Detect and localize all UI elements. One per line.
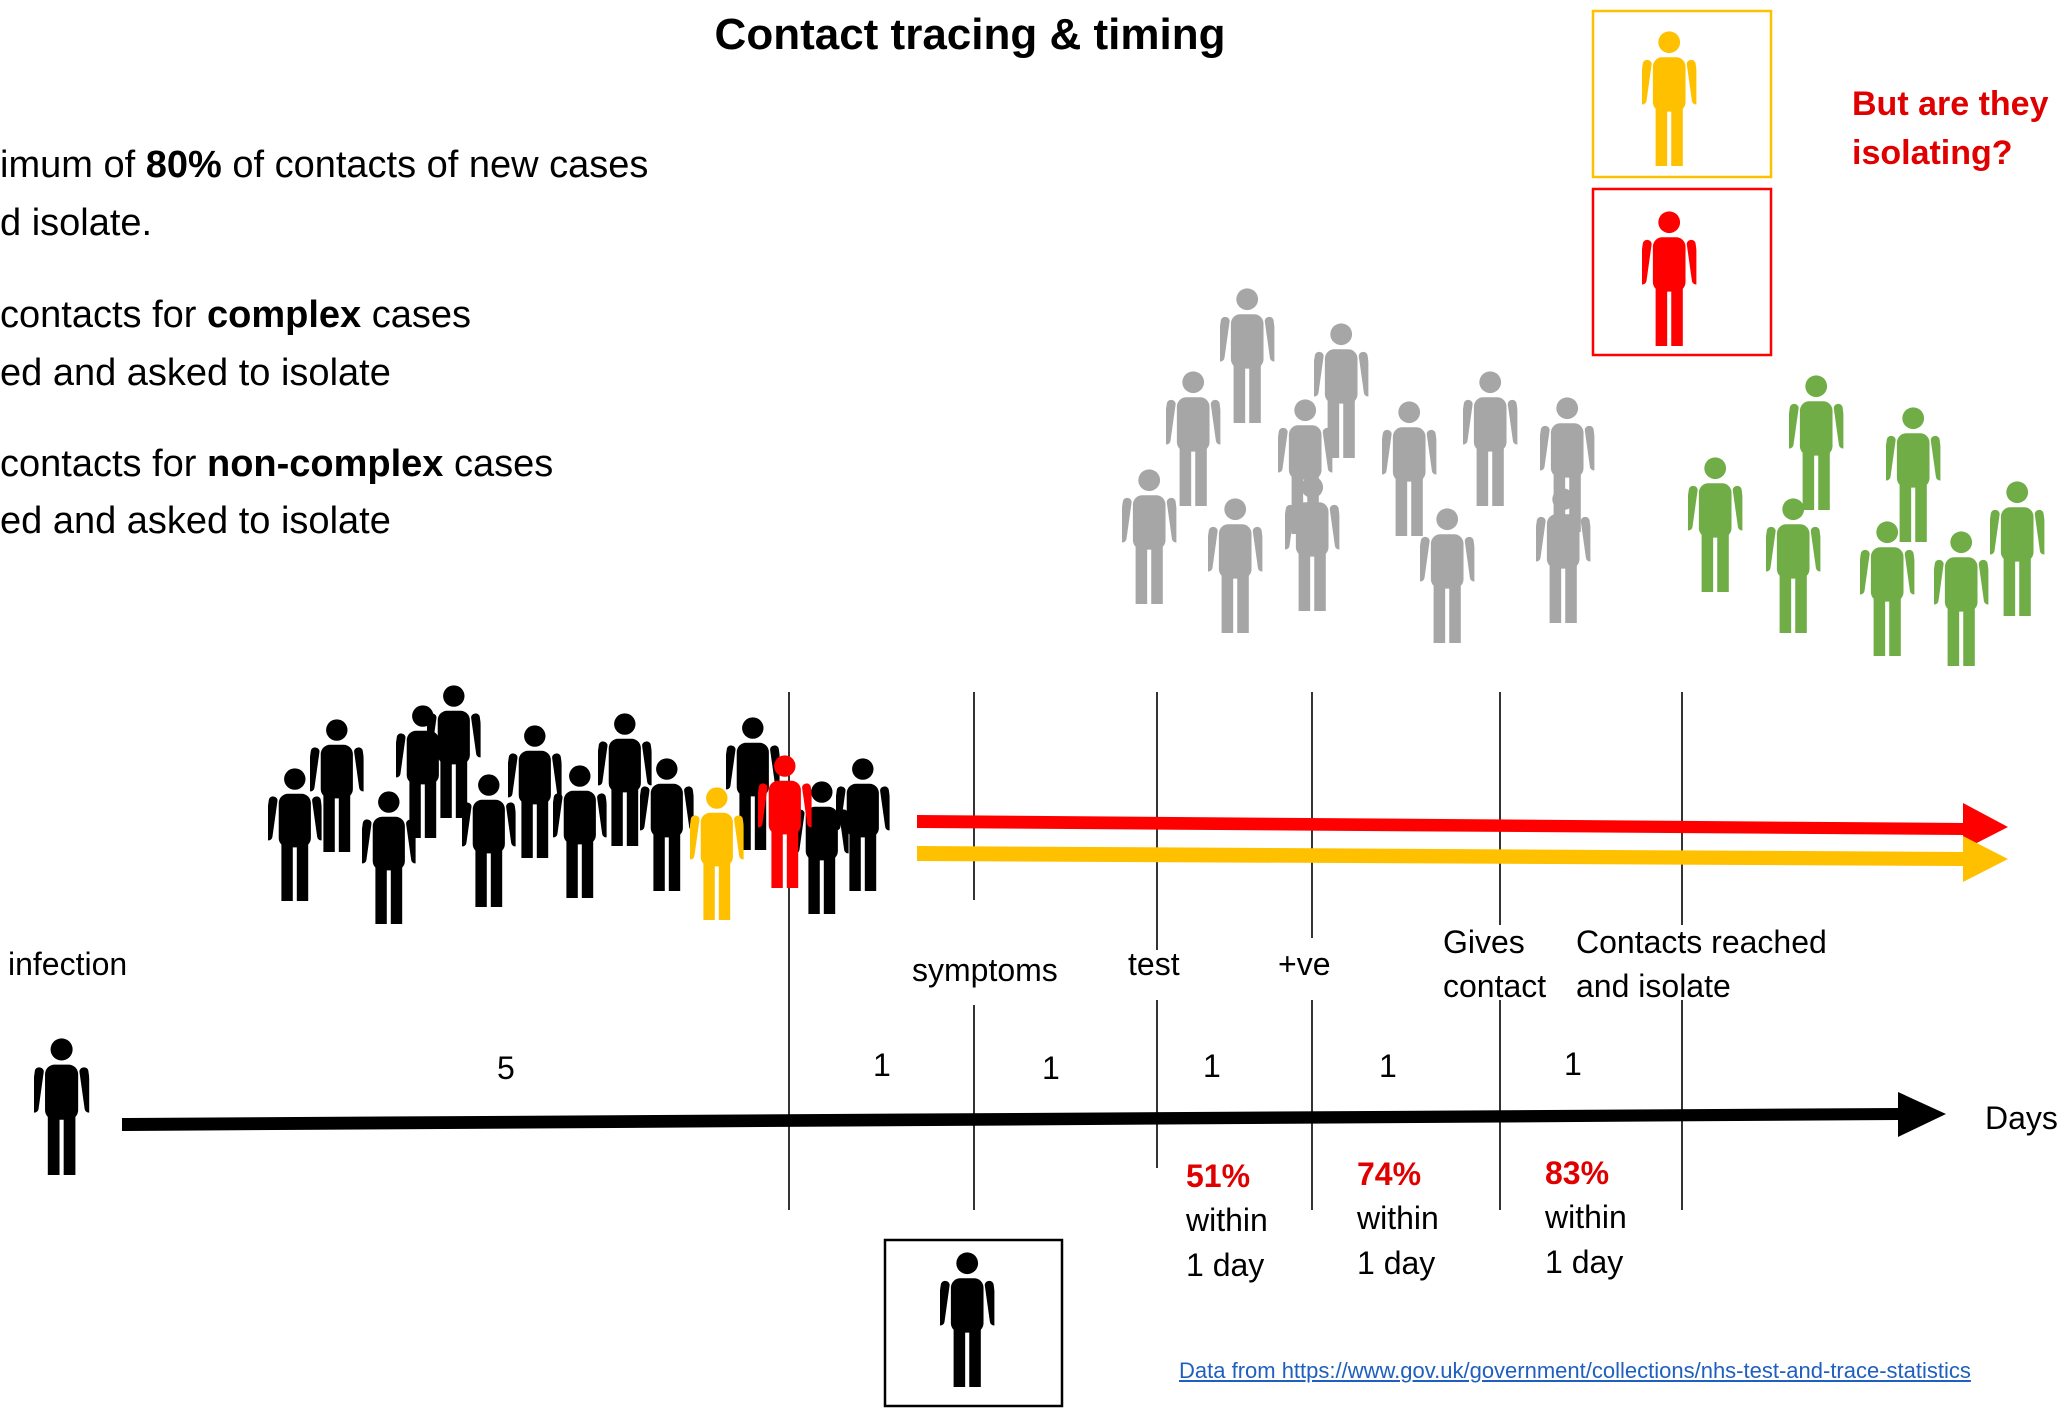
event-gives-contact-1: Gives bbox=[1443, 924, 1525, 960]
stat-1-line-2: 1 day bbox=[1186, 1247, 1265, 1283]
yellow-contact-arrow bbox=[917, 836, 2008, 882]
stat-3-line-1: within bbox=[1545, 1199, 1627, 1235]
symptomatic-case-box bbox=[883, 1238, 1064, 1408]
red-contact-box bbox=[1591, 187, 1773, 357]
duration-1: 5 bbox=[497, 1050, 515, 1086]
crowd-person-icon bbox=[836, 758, 890, 891]
red-contact-person-icon bbox=[1642, 211, 1697, 346]
yellow-contact-box bbox=[1591, 9, 1773, 179]
duration-2: 1 bbox=[873, 1047, 891, 1083]
duration-4: 1 bbox=[1203, 1048, 1221, 1084]
crowd-person-icon bbox=[268, 768, 322, 901]
stat-2-line-1: within bbox=[1357, 1200, 1439, 1236]
axis-label-days: Days bbox=[1985, 1100, 2058, 1136]
source-link[interactable]: Data from https://www.gov.uk/government/… bbox=[1179, 1358, 1971, 1383]
crowd-person-yellow-contact-icon bbox=[690, 787, 744, 920]
question-line-1: But are they bbox=[1852, 85, 2049, 123]
bullet-2-line-2: ed and asked to isolate bbox=[0, 352, 391, 394]
stat-1-percent: 51% bbox=[1186, 1158, 1251, 1194]
red-contact-arrow bbox=[917, 803, 2008, 850]
grey-person-icon bbox=[1208, 498, 1263, 633]
crowd-person-icon bbox=[640, 758, 694, 891]
green-person-icon bbox=[1688, 457, 1743, 592]
event-test: test bbox=[1128, 946, 1180, 982]
event-positive: +ve bbox=[1278, 946, 1331, 982]
event-symptoms: symptoms bbox=[912, 952, 1058, 988]
grey-person-icon bbox=[1463, 371, 1518, 506]
green-person-icon bbox=[1934, 531, 1989, 666]
grey-person-icon bbox=[1285, 476, 1340, 611]
stat-3-percent: 83% bbox=[1545, 1155, 1610, 1191]
grey-person-icon bbox=[1166, 371, 1221, 506]
event-reached-2: and isolate bbox=[1576, 968, 1731, 1004]
bullet-3-line-1: contacts for non-complex cases bbox=[0, 443, 554, 485]
duration-5: 1 bbox=[1379, 1048, 1397, 1084]
stat-2-line-2: 1 day bbox=[1357, 1245, 1436, 1281]
grey-person-icon bbox=[1122, 469, 1177, 604]
people-figures bbox=[34, 31, 2045, 1387]
bullet-1-line-2: d isolate. bbox=[0, 202, 153, 244]
stat-2-percent: 74% bbox=[1357, 1156, 1422, 1192]
event-reached-1: Contacts reached bbox=[1576, 924, 1827, 960]
page-title: Contact tracing & timing bbox=[714, 10, 1226, 59]
stat-1-line-1: within bbox=[1186, 1202, 1268, 1238]
days-arrow bbox=[122, 1092, 1946, 1137]
crowd-person-icon bbox=[310, 719, 364, 852]
grey-person-icon bbox=[1382, 401, 1437, 536]
event-infection: infection bbox=[8, 946, 128, 982]
green-person-icon bbox=[1789, 375, 1844, 510]
green-person-icon bbox=[1886, 407, 1941, 542]
grey-person-icon bbox=[1220, 288, 1275, 423]
duration-6: 1 bbox=[1564, 1046, 1582, 1082]
bullet-2-line-1: contacts for complex cases bbox=[0, 294, 471, 336]
green-person-icon bbox=[1766, 498, 1821, 633]
question-line-2: isolating? bbox=[1852, 134, 2013, 172]
duration-3: 1 bbox=[1042, 1050, 1060, 1086]
bullet-1-line-1: imum of 80% of contacts of new cases bbox=[0, 144, 649, 186]
stat-3-line-2: 1 day bbox=[1545, 1244, 1624, 1280]
timeline-dividers bbox=[788, 692, 1683, 1210]
symptomatic-person-icon bbox=[940, 1252, 995, 1387]
grey-person-icon bbox=[1420, 508, 1475, 643]
green-person-icon bbox=[1990, 481, 2045, 616]
bullet-3-line-2: ed and asked to isolate bbox=[0, 500, 391, 542]
infected-person-icon bbox=[34, 1038, 90, 1175]
grey-person-icon bbox=[1540, 397, 1595, 532]
event-gives-contact-2: contact bbox=[1443, 968, 1547, 1004]
